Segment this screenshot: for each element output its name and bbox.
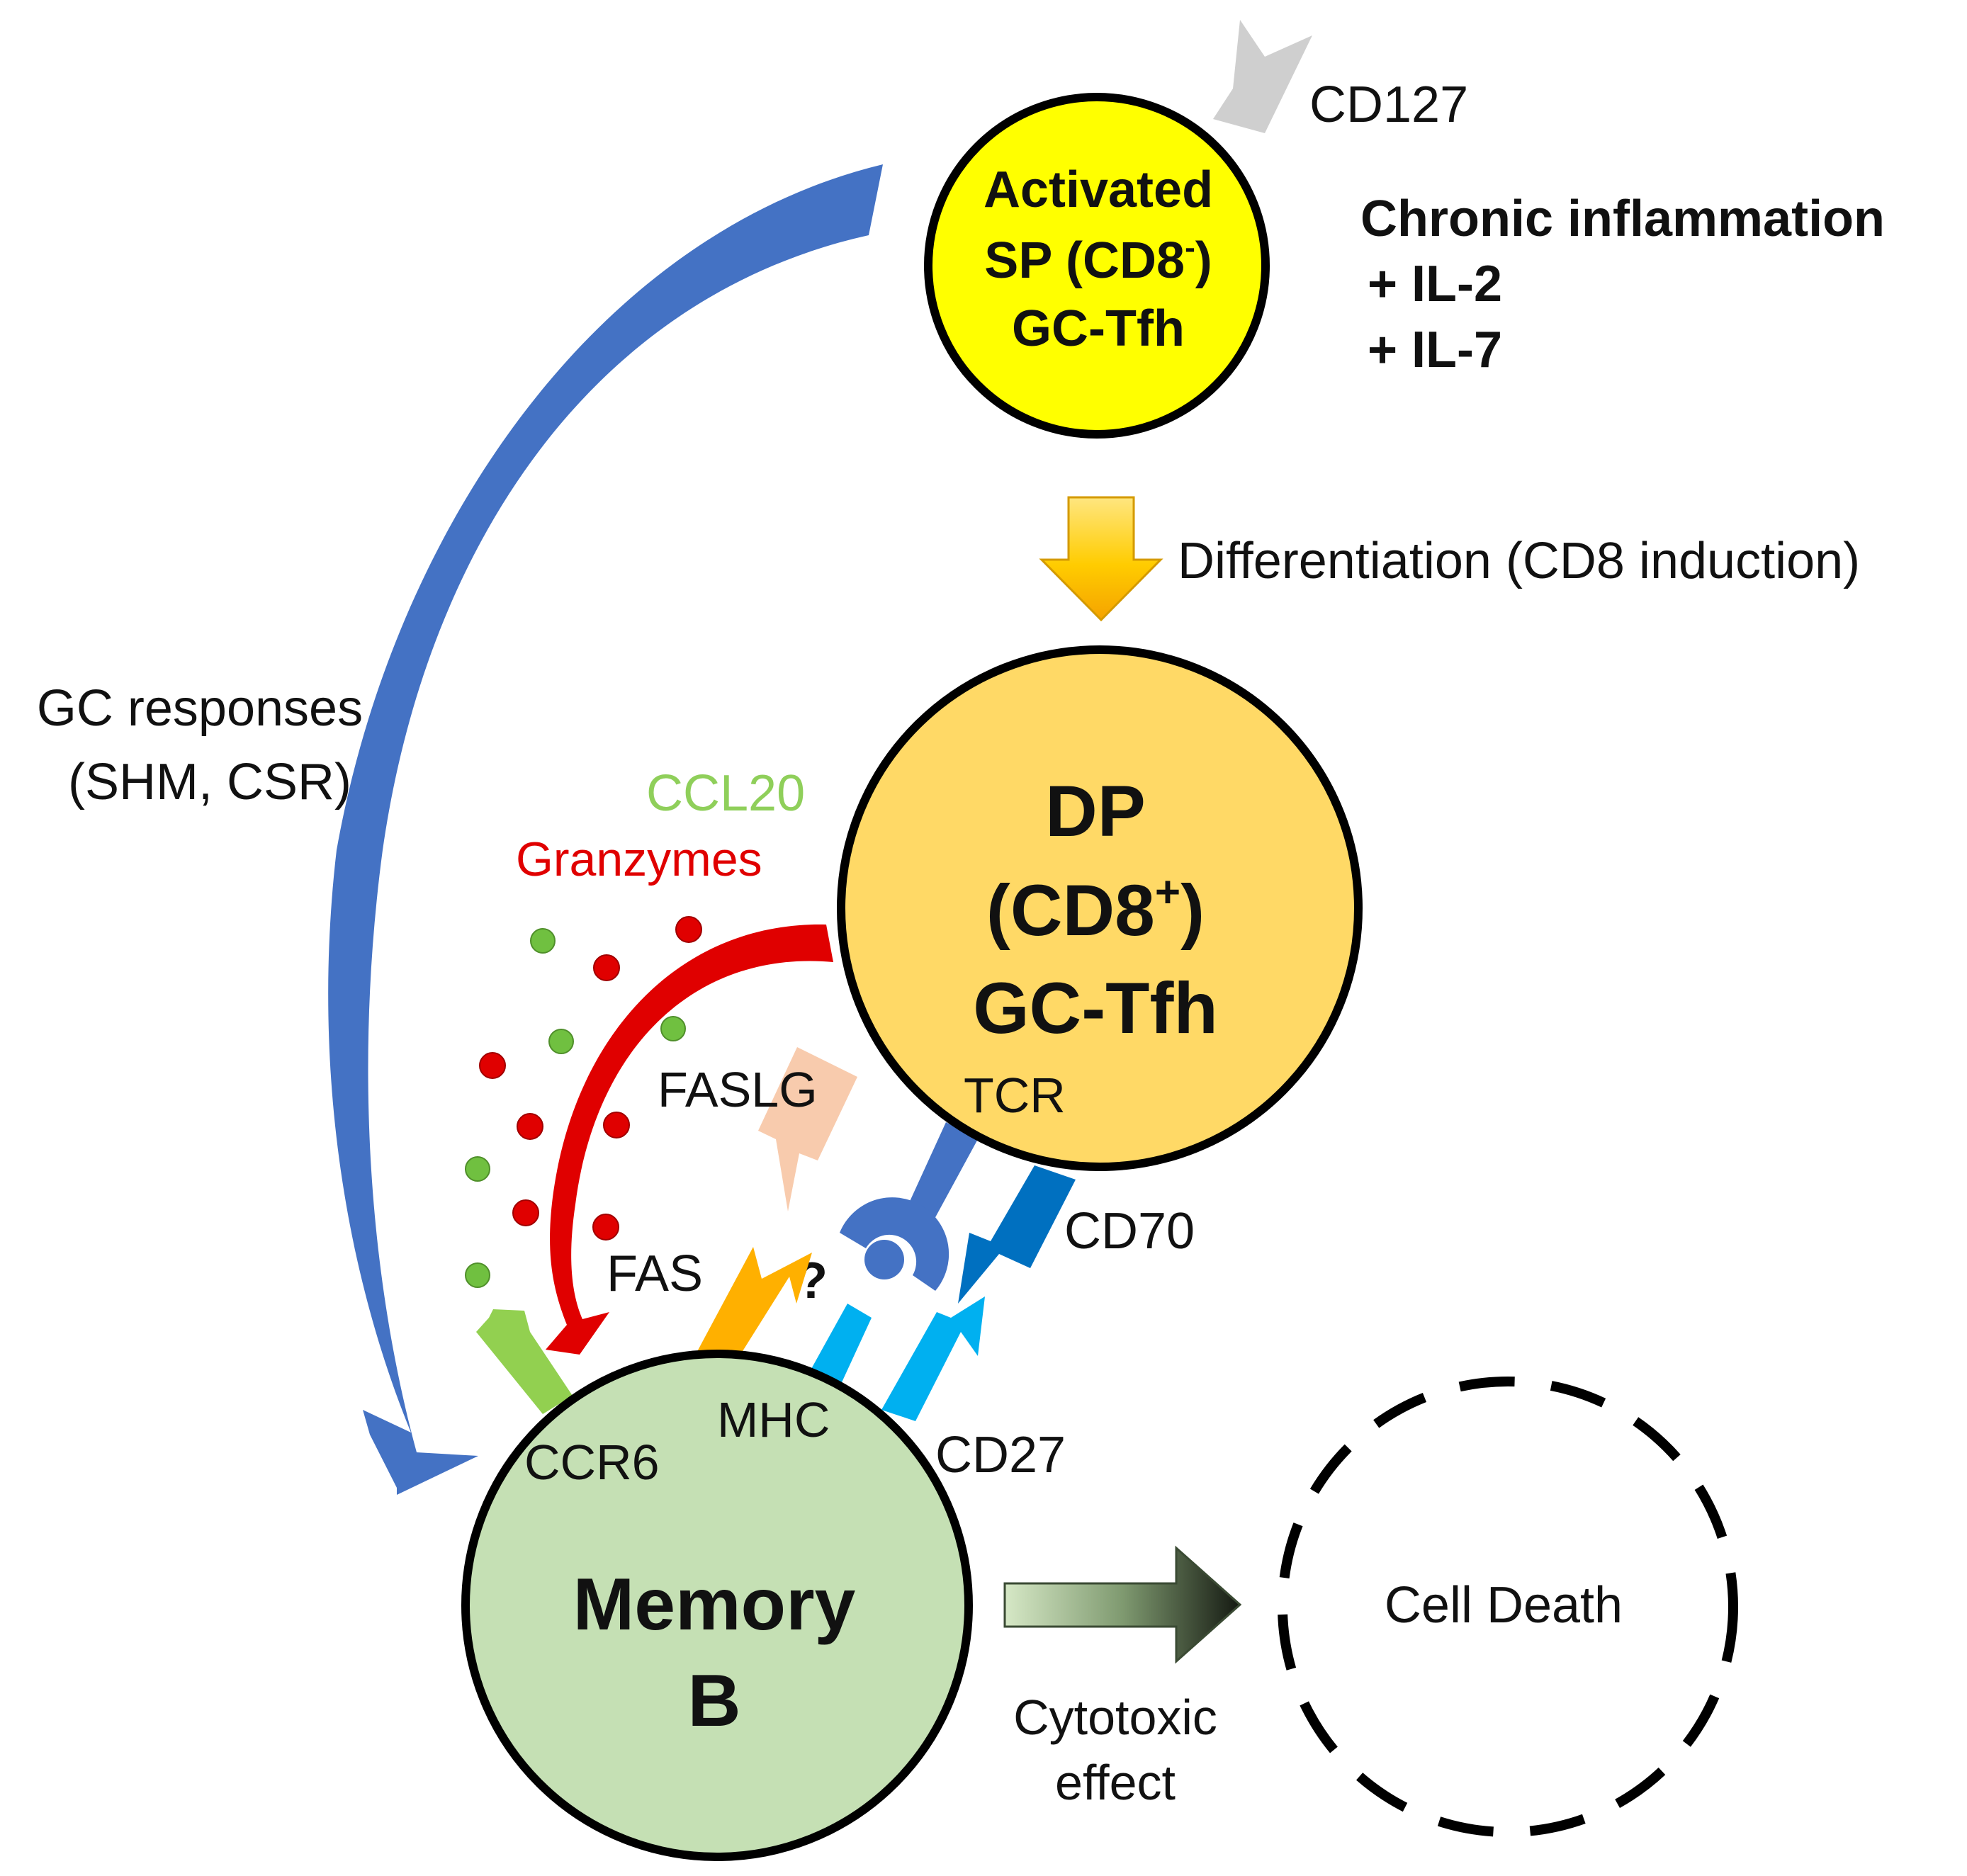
cd27-receptor-icon <box>881 1296 985 1421</box>
granzyme-dot <box>517 1113 543 1140</box>
tcr-label: TCR <box>964 1068 1066 1123</box>
granzyme-dot <box>603 1112 630 1138</box>
cd27-label: CD27 <box>935 1427 1066 1484</box>
mhc-label: MHC <box>717 1392 830 1447</box>
granzyme-dot <box>592 1214 619 1241</box>
secreted-molecules <box>465 916 702 1288</box>
granzyme-dot <box>479 1052 506 1079</box>
il2-label: + IL-2 <box>1368 256 1502 312</box>
granzyme-dot <box>675 916 702 943</box>
ccl20-dot <box>465 1262 490 1288</box>
sp-cell-line1: Activated <box>984 162 1213 218</box>
cytotoxic-effect-label: effect <box>1055 1755 1176 1810</box>
granzyme-arrow <box>546 924 833 1355</box>
dp-cell-line1: DP <box>1045 771 1146 852</box>
il7-label: + IL-7 <box>1368 322 1502 378</box>
mhc-stalk <box>804 1304 872 1390</box>
granzymes-label: Granzymes <box>516 832 762 886</box>
granzyme-dot <box>593 954 620 981</box>
ccl20-label: CCL20 <box>646 765 805 822</box>
ccl20-dot <box>548 1029 574 1054</box>
dp-cell-line2: (CD8+) <box>986 868 1205 951</box>
chronic-inflammation-label: Chronic inflammation <box>1360 191 1885 247</box>
gc-responses-label: GC responses <box>37 680 363 737</box>
sp-cell-line2: SP (CD8-) <box>984 230 1212 289</box>
cytotoxic-effect-arrow <box>1003 1545 1242 1664</box>
fas-label: FAS <box>607 1245 703 1302</box>
mhc-head-icon <box>864 1240 904 1279</box>
ccl20-dot <box>465 1156 490 1182</box>
differentiation-label: Differentiation (CD8 induction) <box>1178 533 1860 589</box>
cd70-ligand-icon <box>958 1165 1076 1304</box>
cell-death-label: Cell Death <box>1385 1577 1623 1634</box>
cd127-receptor-icon <box>1213 20 1312 133</box>
cd127-label: CD127 <box>1309 77 1468 133</box>
ccl20-dot <box>660 1016 686 1041</box>
dp-cd8-gc-tfh-cell <box>837 645 1363 1171</box>
sp-cell-line3: GC-Tfh <box>1012 300 1185 357</box>
memory-b-line2: B <box>687 1660 740 1742</box>
faslg-label: FASLG <box>658 1062 818 1117</box>
differentiation-arrow <box>1039 496 1163 622</box>
ccl20-dot <box>530 928 556 954</box>
cytotoxic-label: Cytotoxic <box>1013 1690 1217 1745</box>
tcr-stalk <box>908 1122 978 1220</box>
gc-responses-detail: (SHM, CSR) <box>68 754 351 810</box>
faslg-ligand-icon <box>758 1047 857 1211</box>
cd70-label: CD70 <box>1064 1203 1195 1260</box>
ccr6-label: CCR6 <box>524 1435 660 1490</box>
memory-b-cell <box>461 1350 973 1861</box>
tcr-socket-icon <box>840 1197 949 1291</box>
cell-death-circle <box>1278 1377 1738 1837</box>
ccr6-receptor-icon <box>476 1309 573 1414</box>
memory-b-line1: Memory <box>573 1564 856 1646</box>
activated-sp-gc-tfh-cell <box>924 93 1270 439</box>
granzyme-dot <box>512 1199 539 1226</box>
dp-cell-line3: GC-Tfh <box>973 968 1218 1049</box>
